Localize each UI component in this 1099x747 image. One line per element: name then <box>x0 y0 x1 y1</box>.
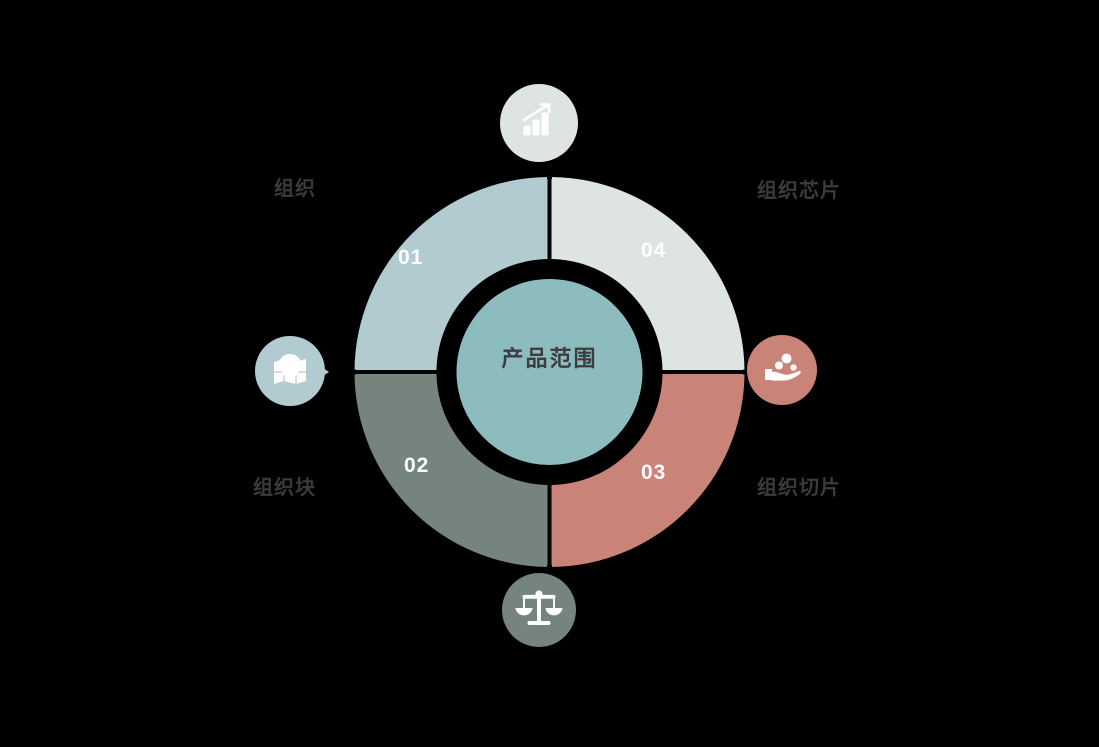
donut-segment-03[interactable] <box>551 374 745 567</box>
icon-bubble-top[interactable] <box>500 84 578 162</box>
segment-label-02: 组织块 <box>253 477 316 499</box>
center-circle[interactable] <box>456 279 643 465</box>
segment-number-01: 01 <box>398 246 424 269</box>
center-title: 产品范围 <box>501 346 598 371</box>
segment-label-03: 组织切片 <box>757 477 841 499</box>
connector-left <box>310 369 356 375</box>
center-ring <box>440 263 659 481</box>
connector-top <box>547 143 552 179</box>
icon-bubble-left[interactable] <box>255 336 329 406</box>
segment-number-04: 04 <box>641 239 667 262</box>
segment-number-02: 02 <box>404 454 430 477</box>
donut-segment-01[interactable] <box>354 177 548 370</box>
segment-label-04: 组织芯片 <box>757 180 841 202</box>
donut-segment-02[interactable] <box>354 374 548 567</box>
icon-bubble-bottom[interactable] <box>502 573 576 647</box>
donut-segment-04[interactable] <box>551 177 745 370</box>
segment-label-01: 组织 <box>274 178 316 200</box>
icon-bubble-right[interactable] <box>747 335 817 405</box>
segment-number-03: 03 <box>641 461 667 484</box>
